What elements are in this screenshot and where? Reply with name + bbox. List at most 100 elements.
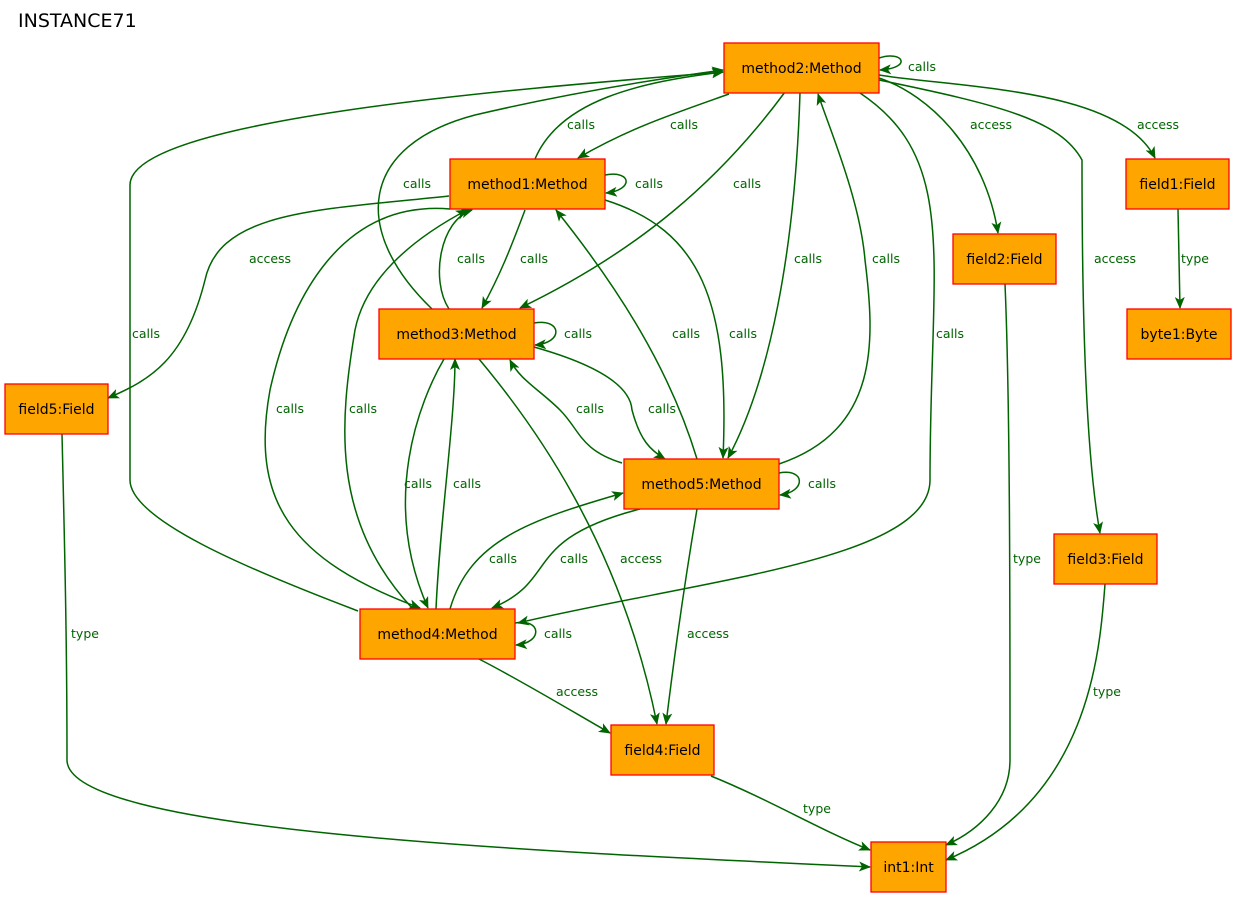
- edge-m4-m3: calls: [435, 358, 481, 610]
- edge-label: type: [71, 626, 99, 641]
- edge-m3-m4: calls: [404, 358, 445, 609]
- edge-line: [478, 358, 660, 725]
- edge-m1-m4: calls: [264, 207, 451, 609]
- node-box: [870, 841, 947, 893]
- edge-line: [878, 77, 1002, 234]
- edge-line: [107, 195, 450, 399]
- node-m3[interactable]: method3:Method: [378, 308, 535, 360]
- edge-label: calls: [908, 59, 936, 74]
- edge-m2-m3: calls: [519, 91, 786, 309]
- edge-line: [878, 55, 902, 75]
- edge-label: calls: [567, 117, 595, 132]
- edge-m2-m5: calls: [727, 92, 822, 459]
- edge-label: calls: [349, 401, 377, 416]
- node-m1[interactable]: method1:Method: [449, 158, 606, 210]
- edge-line: [778, 471, 800, 499]
- edge-line: [491, 508, 641, 609]
- edge-line: [478, 658, 611, 734]
- edge-line: [1174, 208, 1185, 309]
- node-box: [952, 233, 1057, 285]
- edge-label: calls: [808, 476, 836, 491]
- edge-line: [264, 207, 451, 609]
- edge-m5-m5: calls: [778, 471, 836, 499]
- node-label: method4:Method: [377, 627, 497, 643]
- edge-label: calls: [670, 117, 698, 132]
- edge-line: [519, 91, 786, 309]
- node-f1[interactable]: field1:Field: [1125, 158, 1230, 210]
- edge-line: [377, 66, 724, 310]
- node-label: field3:Field: [1067, 552, 1143, 568]
- node-label: method5:Method: [641, 477, 761, 493]
- node-f5[interactable]: field5:Field: [4, 383, 109, 435]
- node-m5[interactable]: method5:Method: [623, 458, 780, 510]
- node-box: [1053, 533, 1158, 585]
- edge-line: [878, 74, 1156, 159]
- node-label: method2:Method: [741, 61, 861, 77]
- edge-m2-f2: access: [878, 77, 1012, 234]
- edge-f3-i1: type: [945, 583, 1121, 861]
- edge-line: [727, 92, 801, 459]
- node-label: field2:Field: [966, 252, 1042, 268]
- edge-m1-f5: access: [107, 195, 450, 399]
- edge-label: type: [1181, 251, 1209, 266]
- node-box: [610, 724, 715, 776]
- edge-m2-f3: access: [878, 79, 1136, 534]
- edge-label: calls: [520, 251, 548, 266]
- node-i1[interactable]: int1:Int: [870, 841, 947, 893]
- edge-m5-m2: calls: [778, 93, 900, 465]
- edge-m3-f4: access: [478, 358, 662, 725]
- node-f2[interactable]: field2:Field: [952, 233, 1057, 285]
- node-b1[interactable]: byte1:Byte: [1126, 308, 1232, 360]
- edge-m5-m1: calls: [555, 209, 700, 460]
- node-label: method3:Method: [396, 327, 516, 343]
- node-box: [378, 308, 535, 360]
- edge-line: [129, 67, 724, 612]
- node-m4[interactable]: method4:Method: [359, 608, 516, 660]
- edge-f4-i1: type: [710, 775, 871, 851]
- node-label: int1:Int: [883, 860, 934, 876]
- edge-line: [534, 68, 724, 160]
- edge-label: calls: [404, 476, 432, 491]
- edge-label: type: [803, 801, 831, 816]
- node-box: [723, 42, 880, 94]
- edge-line: [778, 93, 871, 465]
- edge-label: calls: [729, 326, 757, 341]
- edge-label: calls: [489, 551, 517, 566]
- node-label: field4:Field: [624, 743, 700, 759]
- edge-m2-f1: access: [878, 74, 1179, 159]
- node-box: [4, 383, 109, 435]
- edge-label: access: [970, 117, 1012, 132]
- edge-line: [555, 209, 698, 460]
- edge-label: calls: [457, 251, 485, 266]
- node-f4[interactable]: field4:Field: [610, 724, 715, 776]
- edge-line: [710, 775, 871, 851]
- edge-label: calls: [564, 326, 592, 341]
- edge-m1-m2: calls: [534, 68, 724, 160]
- edge-m4-m5: calls: [449, 491, 624, 610]
- edge-line: [509, 359, 623, 464]
- edge-label: access: [556, 684, 598, 699]
- edge-label: access: [687, 626, 729, 641]
- edge-m4-f4: access: [478, 658, 611, 734]
- edge-m4-m4: calls: [514, 621, 572, 650]
- edge-line: [945, 583, 1106, 861]
- edge-label: calls: [560, 551, 588, 566]
- node-m2[interactable]: method2:Method: [723, 42, 880, 94]
- edge-line: [481, 209, 526, 309]
- node-f3[interactable]: field3:Field: [1053, 533, 1158, 585]
- edge-m4-m2: calls: [129, 67, 724, 612]
- edge-line: [517, 92, 935, 626]
- diagram-title: INSTANCE71: [18, 10, 137, 32]
- edge-f5-i1: type: [61, 433, 871, 872]
- edge-line: [662, 508, 698, 725]
- edge-line: [449, 491, 624, 610]
- edge-m5-m4: calls: [491, 508, 641, 609]
- edge-f1-b1: type: [1174, 208, 1209, 309]
- edge-m5-m3: calls: [509, 359, 623, 464]
- edge-label: calls: [576, 401, 604, 416]
- edge-label: calls: [672, 326, 700, 341]
- node-label: byte1:Byte: [1141, 327, 1218, 343]
- edge-line: [533, 321, 557, 350]
- edge-m3-m5: calls: [533, 346, 676, 460]
